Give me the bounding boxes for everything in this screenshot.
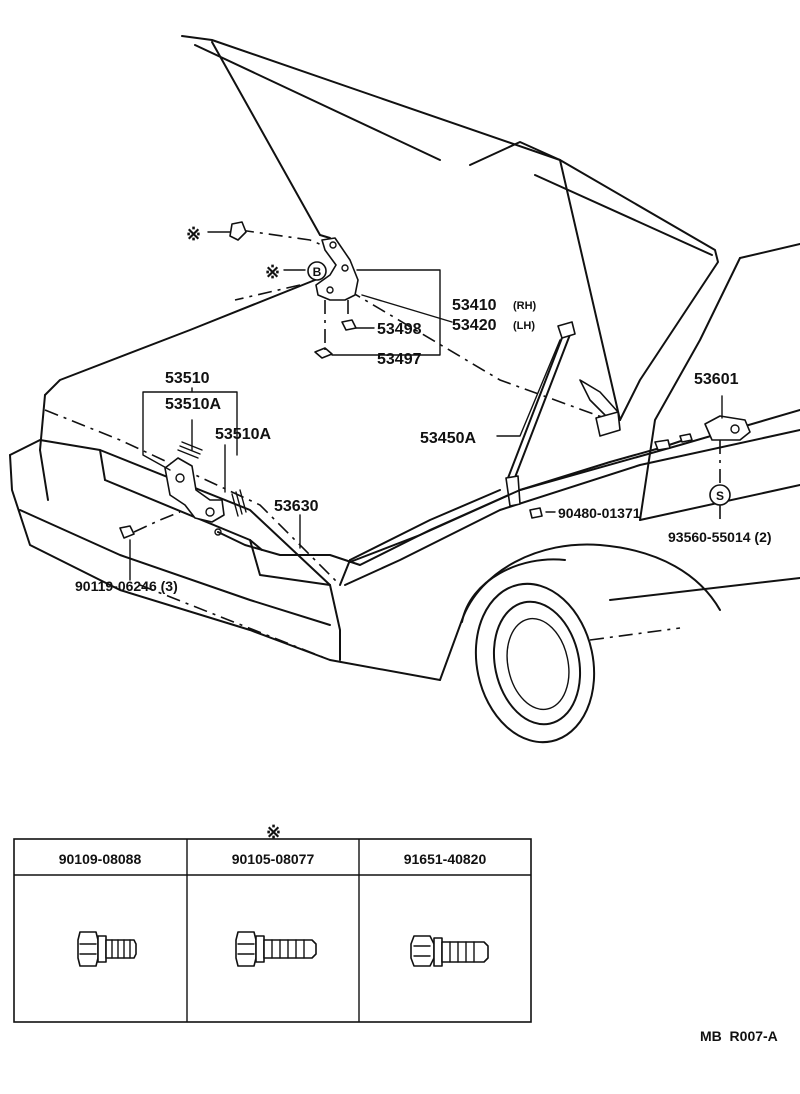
callout-labels: 53410 (RH) 53420 (LH) 53498 53497 53510 … <box>75 297 772 594</box>
hood-hinge <box>234 229 359 359</box>
label-hinge-lh-side: (LH) <box>513 320 535 332</box>
release-cable <box>214 433 693 566</box>
label-cable: 53630 <box>274 498 319 515</box>
asterisk-mark-2: ※ <box>265 262 280 282</box>
hex-bolt-icon <box>410 935 489 967</box>
label-lock-a2: 53510A <box>215 426 271 443</box>
drawing-symbols: ※ ※ B S <box>186 221 731 506</box>
label-53497: 53497 <box>377 351 422 368</box>
flange-bolt-long-icon <box>235 931 317 967</box>
table-asterisk: ※ <box>266 822 281 842</box>
fastener-table: ※ 90109-08088 90105-08077 91651-40820 <box>13 822 532 1023</box>
hood-support-rod <box>505 321 621 519</box>
circle-b-label: B <box>313 265 322 279</box>
label-lock-a1: 53510A <box>165 396 221 413</box>
label-lever: 53601 <box>694 371 739 388</box>
table-col-1-part-no: 90109-08088 <box>59 851 142 867</box>
bolt-icon <box>229 221 247 241</box>
circle-s-label: S <box>716 489 724 503</box>
car-body-drawing <box>9 35 800 744</box>
footer-reference: MB R007-A <box>700 1028 778 1044</box>
label-53498: 53498 <box>377 321 422 338</box>
label-hinge-lh: 53420 <box>452 317 497 334</box>
release-lever <box>704 415 751 520</box>
label-hinge-rh-side: (RH) <box>513 300 537 312</box>
leader-lines <box>129 231 723 581</box>
flange-bolt-icon <box>77 931 137 967</box>
label-clip: 90480-01371 <box>558 505 641 521</box>
asterisk-mark-1: ※ <box>186 224 201 244</box>
table-col-3-part-no: 91651-40820 <box>404 851 487 867</box>
hood-lock <box>119 441 247 539</box>
label-support-rod: 53450A <box>420 430 476 447</box>
label-bolt: 90119-06246 (3) <box>75 578 178 594</box>
label-screw: 93560-55014 (2) <box>668 529 772 545</box>
table-col-2-part-no: 90105-08077 <box>232 851 315 867</box>
label-hinge-rh: 53410 <box>452 297 497 314</box>
label-lock: 53510 <box>165 370 210 387</box>
